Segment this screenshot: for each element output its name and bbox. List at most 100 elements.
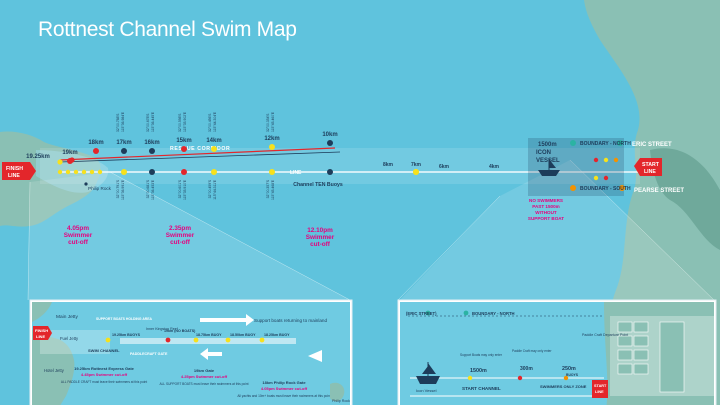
coordinate-label: 32°00.791'S [116, 179, 120, 198]
projection-edge [27, 181, 31, 301]
finish-line-label: FINISH [6, 166, 23, 172]
channel-buoy [121, 169, 127, 175]
inset-buoy-c-label: 18.75km BUOY [196, 333, 222, 337]
inset-boundary-north-marker [463, 310, 469, 316]
gate1-note: ALL PADDLE CRAFT must leave their swimme… [61, 380, 147, 384]
inset-buoy-red-1 [517, 375, 523, 381]
boundary-south-label: BOUNDARY - SOUTH [580, 186, 631, 192]
coordinate-label: 115°44.304'E [213, 111, 217, 132]
inset-ship-icon [416, 362, 440, 384]
inset-eric-street-label: (ERIC STREET) [406, 311, 437, 316]
paddle-craft-note: Paddle Craft may only enter [512, 349, 552, 353]
gate2-title: 19km Gate [194, 368, 215, 373]
buoy-19-yellow-4 [81, 169, 87, 175]
distance-label: 10km [322, 132, 337, 138]
gate1-title: 19.25km Rottnest Express Gate [74, 366, 135, 371]
cutoff-label: Swimmer [306, 234, 335, 241]
buoy-19-yellow-2 [65, 169, 71, 175]
channel-buoy [413, 169, 419, 175]
cutoff-label: Swimmer [166, 232, 195, 239]
gate3-note: All yachts and 10m+ boats must leave the… [237, 394, 330, 398]
start-line-flag [634, 158, 662, 176]
finish-line-label-2: LINE [8, 173, 20, 179]
inset-start-channel-label: START CHANNEL [462, 386, 501, 391]
gate2-time: 4.25pm Swimmer cut-off [181, 374, 228, 379]
inset-left-projection [28, 172, 350, 300]
cutoff-label: cut-off [68, 239, 89, 246]
swim-direction-arrow [200, 348, 222, 360]
channel-buoy [181, 169, 187, 175]
coordinate-label: 32°00.788'S [116, 113, 120, 132]
start-buoy-orange [613, 157, 619, 163]
support-boats-holding-label: SUPPORT BOATS HOLDING AREA [96, 317, 152, 321]
distance-label: 4km [489, 164, 500, 170]
inset-right-projection [398, 160, 716, 302]
coordinate-label: 32°00.357'S [266, 179, 270, 198]
gate2-note: ALL SUPPORT BOATS must leave their swimm… [160, 382, 249, 386]
return-arrow [200, 314, 254, 326]
cutoff-label: 4.05pm [67, 225, 89, 232]
page-title: Rottnest Channel Swim Map [38, 18, 297, 41]
icon-vessel-label-3: VESSEL [536, 158, 560, 164]
inset-dist-1500: 1500m [470, 368, 487, 374]
start-buoy-red [593, 157, 599, 163]
cutoff-label: 12.10pm [307, 227, 333, 234]
projection-edge [569, 159, 717, 303]
finish-line-flag [2, 162, 36, 180]
inset-buoy-e-label: 18.25km BUOY [264, 333, 290, 337]
inset-boundary-north-label: BOUNDARY - NORTH [472, 311, 515, 316]
distance-label: 15km [176, 138, 191, 144]
coordinate-label: 115°36.445'E [151, 111, 155, 132]
projection-edge [109, 171, 351, 301]
boundary-south-marker [570, 185, 576, 191]
finish-line-flag-inset [33, 326, 52, 340]
inset-buoy-a-label: 19.25km BUOYS [112, 333, 141, 337]
distance-label: 18km [88, 140, 103, 146]
coordinate-label: 32°00.456'S [208, 113, 212, 132]
route-line-north-b [59, 151, 341, 163]
rescue-corridor-label: RESCUE CORRIDOR [170, 146, 230, 152]
distance-label: 14km [206, 138, 221, 144]
gate3-time: 4.05pm Swimmer cut-off [261, 386, 308, 391]
distance-buoy [269, 144, 275, 150]
cutoff-label: Swimmer [64, 232, 93, 239]
fuel-jetty-label: Fuel Jetty [60, 336, 79, 341]
distance-label: 12km [264, 136, 279, 142]
philip-rock-reef [330, 382, 345, 402]
distance-buoy [211, 146, 217, 152]
start-line-label: START [642, 162, 660, 168]
boundary-south-marker-2 [619, 185, 625, 191]
inset-left-coast [32, 302, 52, 322]
buoy-19-yellow [57, 169, 63, 175]
buoy-19-yellow-6 [97, 169, 103, 175]
inset-start-label-2: LINE [595, 390, 604, 394]
inset-finish-label-2: LINE [36, 334, 45, 339]
inset-buoys-label: BUOYS [566, 373, 579, 377]
inset-buoy-d [225, 337, 231, 343]
distance-buoy [93, 148, 99, 154]
no-swimmers-note-3: WITHOUT [535, 210, 557, 215]
inset-buoy-d-label: 18.50km BUOY [230, 333, 256, 337]
eric-street-label: ERIC STREET [632, 142, 672, 148]
buoy-19-yellow-5 [89, 169, 95, 175]
distance-buoy [149, 148, 155, 154]
cutoff-labels: 4.05pmSwimmercut-off2.35pmSwimmercut-off… [64, 225, 335, 248]
boundary-north-marker [570, 140, 576, 146]
inset-right-buildings [617, 321, 685, 393]
paddle-craft-departure-label: Paddle Craft Departure Point [582, 333, 628, 337]
distance-label: 7km [411, 162, 422, 168]
cutoff-label: cut-off [310, 241, 331, 248]
distance-label: 19km [62, 150, 77, 156]
channel-buoy [269, 169, 275, 175]
inset-dist-300: 300m [520, 366, 533, 372]
coordinate-label: 115°36.984'E [121, 111, 125, 132]
ship-icon [538, 158, 560, 176]
swim-corridor [40, 148, 640, 184]
distance-label: 16km [144, 140, 159, 146]
coordinate-label: 115°45.460'E [271, 111, 275, 132]
channel-buoy [149, 169, 155, 175]
start-buoy-yellow-2 [593, 175, 599, 181]
inset-right: (ERIC STREET) BOUNDARY - NORTH Paddle Cr… [397, 299, 717, 405]
